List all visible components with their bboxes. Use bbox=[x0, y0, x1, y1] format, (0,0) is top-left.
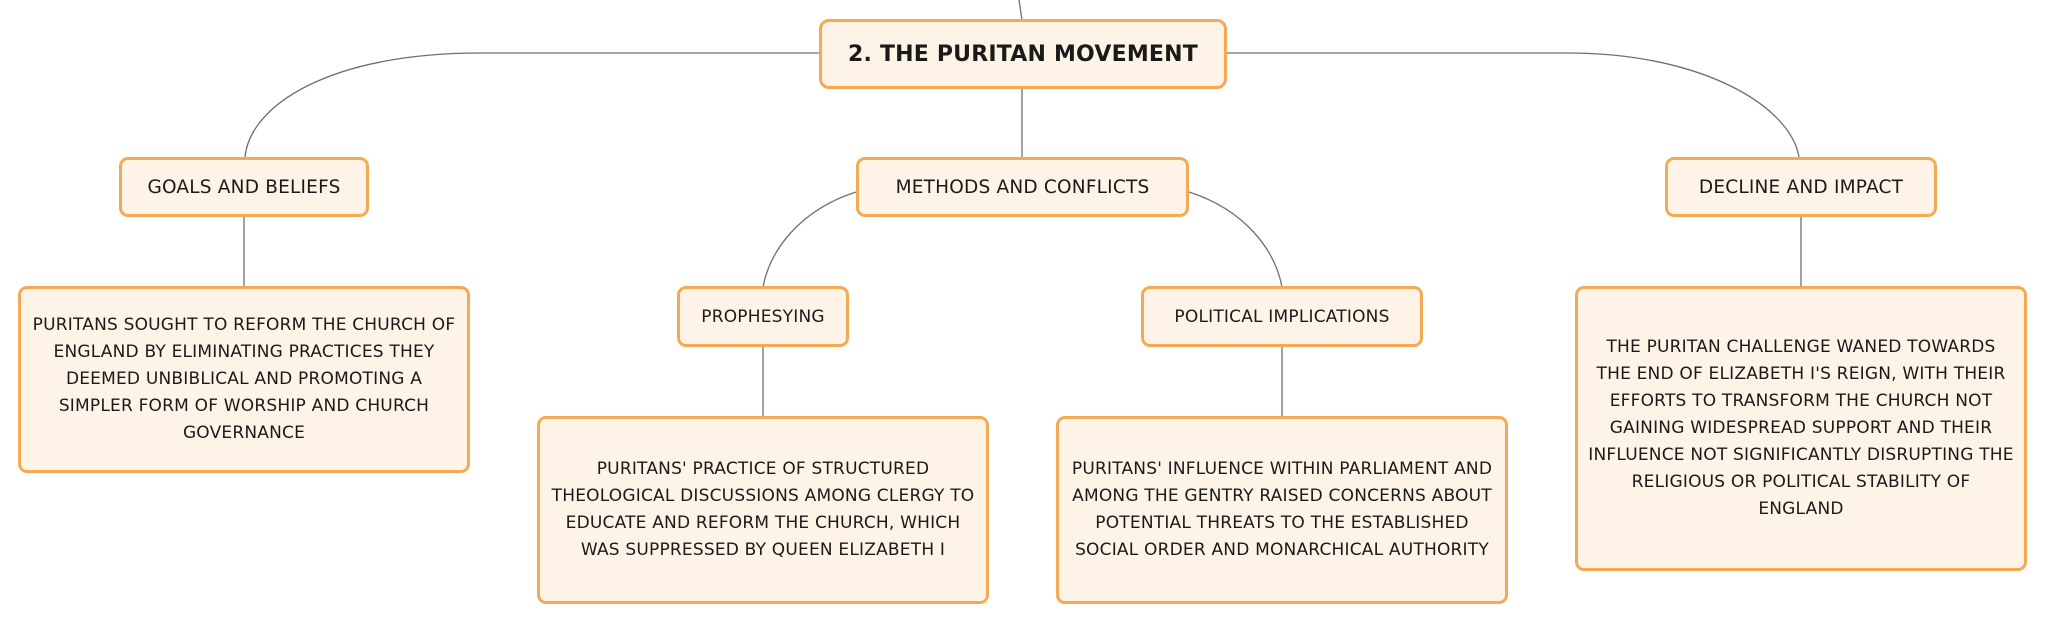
goals-and-beliefs-label: GOALS AND BELIEFS bbox=[147, 176, 341, 198]
root-node[interactable]: 2. THE PURITAN MOVEMENT bbox=[819, 19, 1227, 89]
root-title: 2. THE PURITAN MOVEMENT bbox=[848, 41, 1198, 67]
prophesying-label: PROPHESYING bbox=[701, 306, 825, 327]
political-implications-detail-text: PURITANS' INFLUENCE WITHIN PARLIAMENT AN… bbox=[1071, 459, 1493, 560]
decline-and-impact-detail-node[interactable]: THE PURITAN CHALLENGE WANED TOWARDS THE … bbox=[1575, 286, 2027, 571]
connector-methods-to-prophesying bbox=[762, 191, 857, 288]
connector-root-to-goals bbox=[244, 52, 819, 158]
political-implications-label: POLITICAL IMPLICATIONS bbox=[1174, 306, 1390, 327]
decline-and-impact-node[interactable]: DECLINE AND IMPACT bbox=[1665, 157, 1937, 217]
connector-root-to-decline bbox=[1226, 52, 1800, 158]
prophesying-detail-node[interactable]: PURITANS' PRACTICE OF STRUCTURED THEOLOG… bbox=[537, 416, 989, 604]
methods-and-conflicts-label: METHODS AND CONFLICTS bbox=[895, 176, 1150, 198]
political-implications-detail-node[interactable]: PURITANS' INFLUENCE WITHIN PARLIAMENT AN… bbox=[1056, 416, 1508, 604]
decline-and-impact-label: DECLINE AND IMPACT bbox=[1698, 176, 1904, 198]
prophesying-detail-text: PURITANS' PRACTICE OF STRUCTURED THEOLOG… bbox=[551, 459, 975, 560]
connector-parent-to-root bbox=[1018, 0, 1023, 21]
goals-and-beliefs-detail-node[interactable]: PURITANS SOUGHT TO REFORM THE CHURCH OF … bbox=[18, 286, 470, 473]
decline-and-impact-detail-text: THE PURITAN CHALLENGE WANED TOWARDS THE … bbox=[1588, 337, 2014, 519]
goals-and-beliefs-node[interactable]: GOALS AND BELIEFS bbox=[119, 157, 369, 217]
political-implications-node[interactable]: POLITICAL IMPLICATIONS bbox=[1141, 286, 1423, 347]
connector-methods-to-political bbox=[1188, 191, 1283, 288]
goals-and-beliefs-detail-text: PURITANS SOUGHT TO REFORM THE CHURCH OF … bbox=[32, 315, 456, 443]
prophesying-node[interactable]: PROPHESYING bbox=[677, 286, 849, 347]
methods-and-conflicts-node[interactable]: METHODS AND CONFLICTS bbox=[856, 157, 1189, 217]
